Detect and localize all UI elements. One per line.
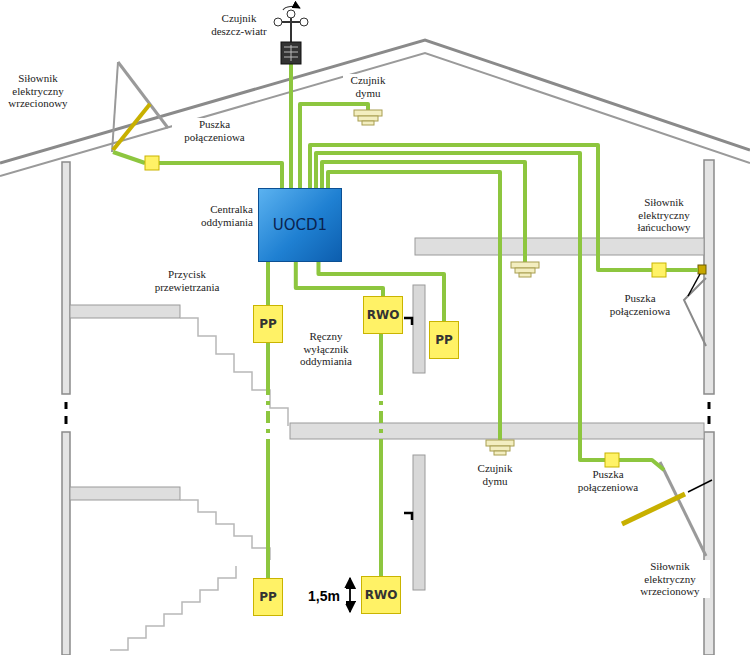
manual-smoke-switch: RWO [361, 576, 402, 614]
dimension-value: 1,5m [302, 588, 346, 604]
wire [296, 262, 383, 296]
panel-label: Centralka oddymiania [170, 203, 254, 228]
box-text: RWO [367, 308, 400, 322]
section-break [66, 402, 709, 424]
actuator-label: Siłownik elektryczny wrzecionowy [2, 72, 74, 110]
ventilation-button: PP [253, 578, 283, 616]
box-text: PP [259, 317, 277, 331]
partition [413, 285, 425, 590]
roof-inner [0, 53, 750, 176]
roof-window [112, 62, 168, 152]
wire [379, 334, 383, 576]
wall [62, 160, 714, 655]
wire [318, 262, 444, 321]
actuator-label: Siłownik elektryczny wrzecionowy [630, 560, 710, 598]
box-text: PP [435, 333, 453, 347]
detector-label: Czujnik dymu [343, 74, 393, 99]
ventilation-button: PP [429, 321, 459, 359]
junction-label: Puszka połączeniowa [600, 292, 680, 317]
junction-label: Puszka połączeniowa [568, 468, 648, 493]
switch-label: Ręczny wyłącznik oddymiania [294, 330, 358, 368]
button-label: Przycisk przewietrzania [148, 268, 226, 293]
floor-slab [70, 238, 704, 500]
ventilation-button: PP [253, 305, 283, 343]
control-panel: UOCD1 [258, 188, 342, 262]
door-handle [404, 318, 412, 520]
chain-window [684, 265, 706, 346]
actuator-label: Siłownik elektryczny łańcuchowy [625, 196, 703, 234]
box-text: UOCD1 [273, 216, 327, 234]
detector-label: Czujnik dymu [468, 462, 522, 487]
box-text: RWO [365, 588, 398, 602]
junction-label: Puszka połączeniowa [172, 118, 257, 143]
junction-box [145, 156, 666, 467]
rain-wind-sensor [274, 6, 308, 64]
manual-smoke-switch: RWO [363, 296, 404, 334]
wire [266, 343, 270, 578]
box-text: PP [259, 590, 277, 604]
wire [113, 64, 698, 470]
dimension-arrow [349, 578, 351, 612]
stairs [110, 318, 288, 650]
sensor-label: Czujnik deszcz-wiatr [205, 12, 273, 37]
wire [266, 262, 270, 305]
